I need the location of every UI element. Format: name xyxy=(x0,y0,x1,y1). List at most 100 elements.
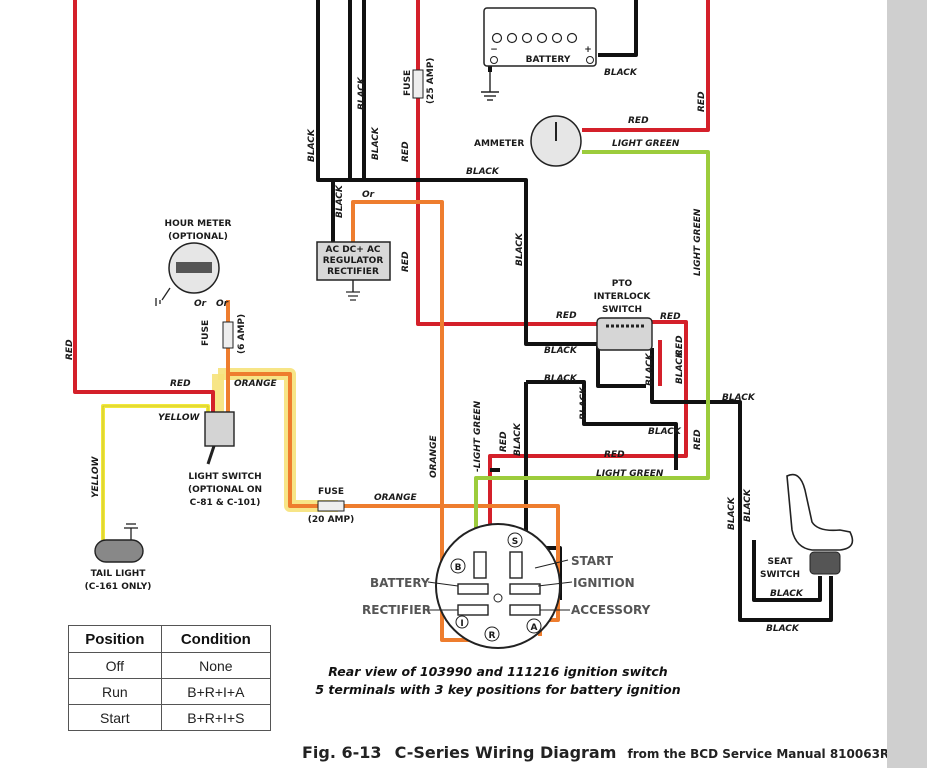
wire-label-black: BLACK xyxy=(675,350,685,384)
figure-source: from the BCD Service Manual 810063R1 xyxy=(628,747,888,761)
wire-label-light-green: LIGHT GREEN xyxy=(596,469,664,479)
table-cell: B+R+I+S xyxy=(160,704,272,731)
wire-label-or: Or xyxy=(194,299,207,309)
table-cell: Run xyxy=(68,678,162,705)
battery-icon xyxy=(483,7,597,67)
pto-interlock-label: INTERLOCK xyxy=(594,292,652,302)
scrollbar[interactable] xyxy=(887,0,927,768)
wire-label-black: BLACK xyxy=(579,386,589,420)
wire-label-black: BLACK xyxy=(466,167,500,177)
ignition-ignition-label: IGNITION xyxy=(573,576,635,590)
wire-label-red: RED xyxy=(693,429,703,450)
wire-label-black: BLACK xyxy=(544,374,578,384)
wire-label-yellow: YELLOW xyxy=(158,413,200,423)
wire-label-red: RED xyxy=(697,91,707,112)
wire-label-black: BLACK xyxy=(513,422,523,456)
wire-label-black: BLACK xyxy=(727,496,737,530)
fuse-25-rating: (25 AMP) xyxy=(426,58,436,104)
tail-light-icon xyxy=(94,523,144,563)
fuse-20-rating: (20 AMP) xyxy=(308,515,354,525)
red-wires xyxy=(73,0,710,560)
wire-label-red: RED xyxy=(401,141,411,162)
table-cell: None xyxy=(160,652,272,679)
terminal-b: B xyxy=(455,563,462,573)
wire-label-or: Or xyxy=(362,190,375,200)
wire-label-black: BLACK xyxy=(648,427,682,437)
tail-light-models: (C-161 ONLY) xyxy=(85,582,152,592)
table-header-condition: Condition xyxy=(160,625,272,653)
pto-interlock-switch xyxy=(596,317,653,351)
wire-label-light-green: -LIGHT GREEN xyxy=(473,400,483,472)
terminal-a: A xyxy=(531,623,538,633)
terminal-s: S xyxy=(512,537,518,547)
wire-label-or: Or xyxy=(216,299,229,309)
table-cell: B+R+I+A xyxy=(160,678,272,705)
wire-label-black: BLACK xyxy=(357,76,367,110)
battery-plus-label: + xyxy=(584,45,592,55)
wire-label-light-green: LIGHT GREEN xyxy=(612,139,680,149)
wire-label-black: BLACK xyxy=(515,232,525,266)
table-header-row: Position Condition xyxy=(68,625,272,653)
figure-caption: Fig. 6-13 C-Series Wiring Diagram from t… xyxy=(302,743,887,762)
table-row: Run B+R+I+A xyxy=(68,678,272,705)
ground-icon xyxy=(346,291,360,301)
ignition-caption-2: 5 terminals with 3 key positions for bat… xyxy=(315,682,680,697)
position-condition-table: Position Condition Off None Run B+R+I+A … xyxy=(68,625,272,731)
wire-label-red: RED xyxy=(556,311,577,321)
terminal-r: R xyxy=(489,631,496,641)
wire-label-black: BLACK xyxy=(766,624,800,634)
regulator-rectifier xyxy=(316,241,391,292)
hour-meter-label: HOUR METER xyxy=(165,219,232,229)
wire-label-black: BLACK xyxy=(645,352,655,386)
tail-light-label: TAIL LIGHT xyxy=(91,569,147,579)
fuse-6-rating: (6 AMP) xyxy=(237,314,247,354)
wire-label-black: BLACK xyxy=(743,488,753,522)
battery-label: BATTERY xyxy=(526,55,571,65)
light-switch-icon xyxy=(204,411,235,465)
table-cell: Start xyxy=(68,704,162,731)
wire-label-red: RED xyxy=(628,116,649,126)
ammeter-label: AMMETER xyxy=(474,139,524,149)
wire-label-black: BLACK xyxy=(722,393,756,403)
wire-labels: BLACK RED RED LIGHT GREEN BLACK BLACK BL… xyxy=(65,68,804,634)
wire-label-orange: ORANGE xyxy=(429,435,439,478)
wire-label-black: BLACK xyxy=(770,589,804,599)
rectifier-label: RECTIFIER xyxy=(327,267,379,277)
black-wires xyxy=(316,0,833,622)
light-switch-models: C-81 & C-101) xyxy=(190,498,261,508)
table-row: Start B+R+I+S xyxy=(68,704,272,731)
figure-title: C-Series Wiring Diagram xyxy=(395,743,617,762)
hour-meter-optional: (OPTIONAL) xyxy=(168,232,228,242)
wire-label-black: BLACK xyxy=(307,128,317,162)
wire-label-black: BLACK xyxy=(371,126,381,160)
wire-label-red: RED xyxy=(65,339,75,360)
ignition-battery-label: BATTERY xyxy=(370,576,430,590)
fuse-20-label: FUSE xyxy=(318,487,344,497)
regulator-label: REGULATOR xyxy=(323,256,384,266)
fuse-25-amp xyxy=(412,69,424,99)
fuse-6-label: FUSE xyxy=(201,320,211,346)
table-header-position: Position xyxy=(68,625,162,653)
wire-label-orange: ORANGE xyxy=(374,493,417,503)
regulator-terminals: AC DC+ AC xyxy=(325,245,380,255)
wire-label-light-green: LIGHT GREEN xyxy=(693,208,703,276)
wire-label-orange: ORANGE xyxy=(234,379,277,389)
wire-label-red: RED xyxy=(401,251,411,272)
hour-meter-icon xyxy=(155,242,220,306)
table-cell: Off xyxy=(68,652,162,679)
wire-label-red: RED xyxy=(604,450,625,460)
table-row: Off None xyxy=(68,652,272,679)
fuse-6-amp xyxy=(222,321,234,349)
fuse-20-amp xyxy=(317,500,345,512)
figure-number: Fig. 6-13 xyxy=(302,743,382,762)
pto-label: PTO xyxy=(612,279,633,289)
ammeter-icon xyxy=(530,115,582,167)
wire-label-red: RED xyxy=(499,431,509,452)
light-switch-optional: (OPTIONAL ON xyxy=(188,485,262,495)
wire-label-black: BLACK xyxy=(335,184,345,218)
terminal-i: I xyxy=(460,619,463,629)
ignition-start-label: START xyxy=(571,554,614,568)
seat-icon xyxy=(786,473,854,575)
seat-switch-label: SEAT xyxy=(767,557,793,567)
wire-label-red: RED xyxy=(170,379,191,389)
